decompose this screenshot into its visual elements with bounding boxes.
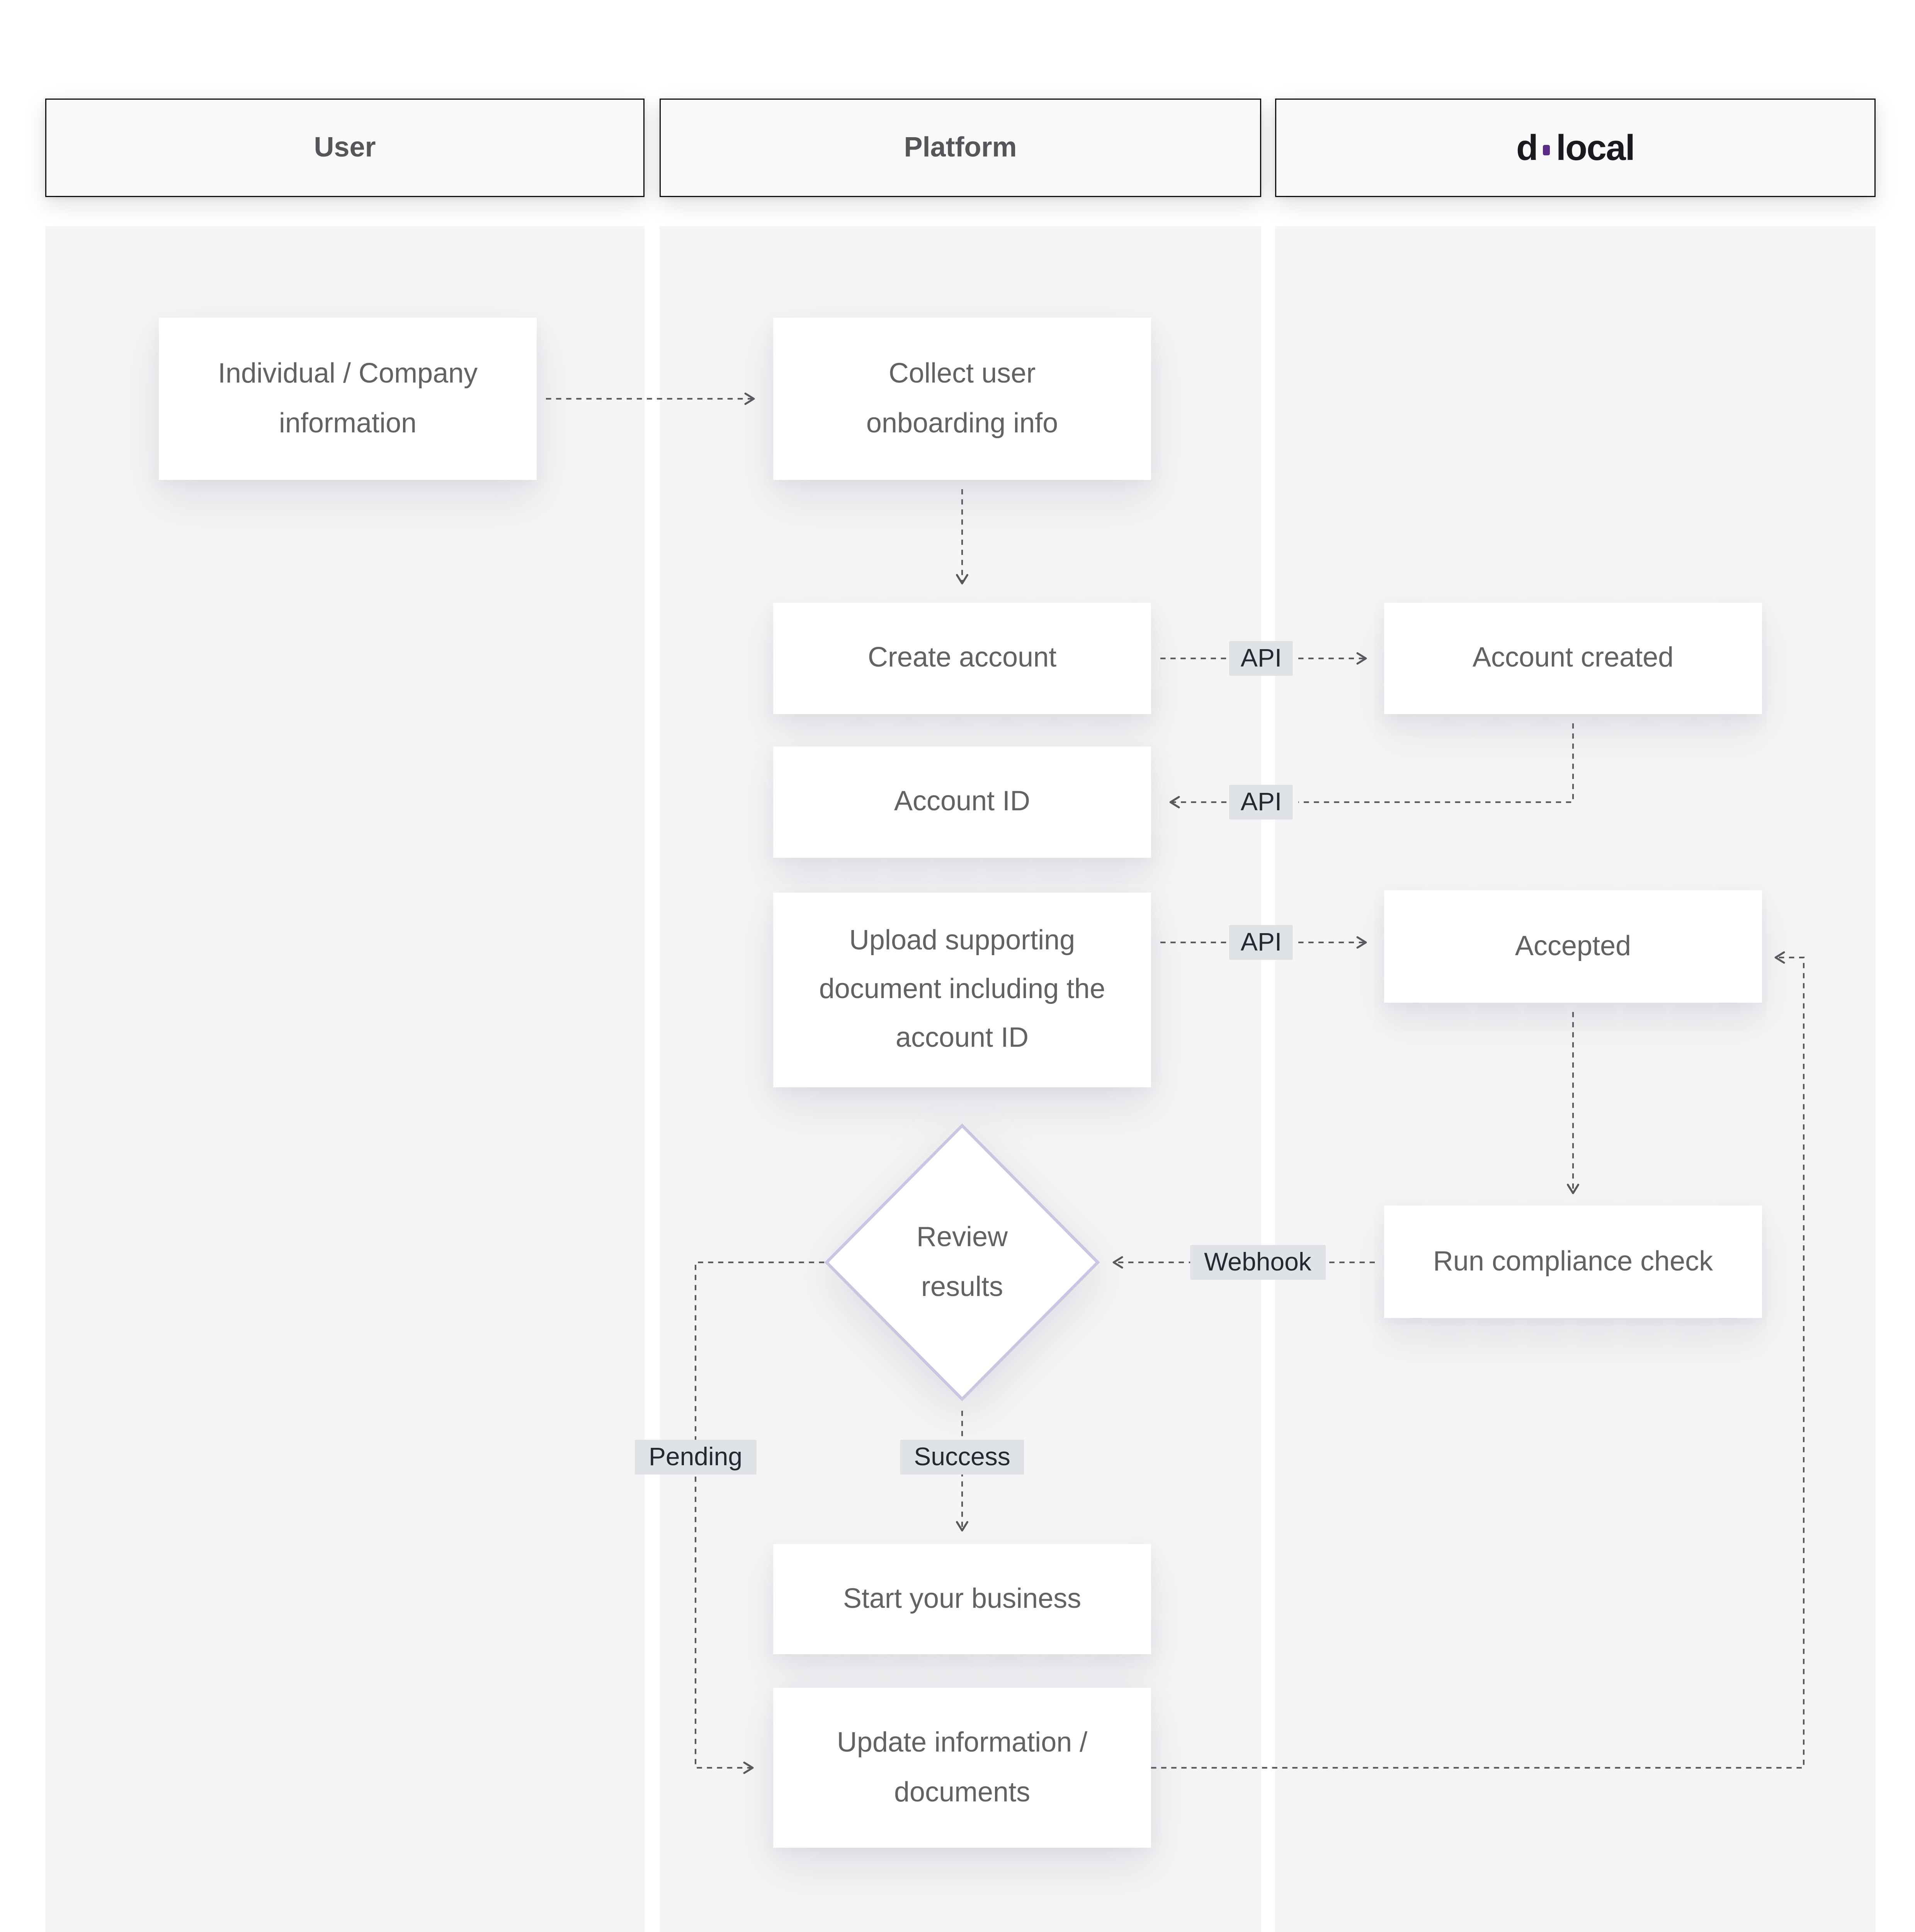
lane-header-user-title: User [314, 131, 376, 163]
node-upload-supporting-document: Upload supporting document including the… [773, 893, 1151, 1087]
lane-header-platform-title: Platform [904, 131, 1017, 163]
badge-webhook: Webhook [1190, 1245, 1325, 1280]
dlocal-logo-local: local [1556, 127, 1635, 168]
dlocal-logo: d local [1516, 127, 1635, 169]
node-label: Upload supporting document including the… [819, 925, 1105, 1054]
arrow-account-created-to-api [1298, 723, 1574, 803]
node-label: Account created [1472, 643, 1674, 674]
node-label: Review results [916, 1221, 1008, 1303]
arrow-review-pending-to-update [694, 1261, 824, 1774]
node-accepted: Accepted [1384, 890, 1762, 1003]
dlocal-logo-dot-icon [1543, 145, 1551, 155]
dlocal-logo-d: d [1516, 127, 1538, 168]
node-account-id: Account ID [773, 747, 1151, 858]
node-account-created: Account created [1384, 603, 1762, 714]
node-label: Accepted [1515, 930, 1631, 962]
node-create-account: Create account [773, 603, 1151, 714]
node-label: Start your business [843, 1583, 1082, 1615]
diamond-shape [824, 1123, 1100, 1401]
badge-api-create: API [1229, 641, 1294, 676]
node-start-your-business: Start your business [773, 1544, 1151, 1654]
badge-success: Success [900, 1440, 1024, 1475]
arrow-update-loop-to-accepted [1151, 951, 1805, 1769]
badge-api-account-id: API [1229, 785, 1294, 820]
node-label: Create account [867, 643, 1057, 674]
lane-dlocal-background [1275, 226, 1876, 1932]
node-individual-company-information: Individual / Company information [159, 318, 537, 480]
node-label: Account ID [894, 786, 1031, 818]
lane-header-user: User [45, 99, 645, 197]
badge-pending: Pending [634, 1440, 757, 1475]
node-collect-user-onboarding-info: Collect user onboarding info [773, 318, 1151, 480]
node-label: Individual / Company information [218, 358, 478, 439]
lane-header-platform: Platform [660, 99, 1261, 197]
node-label: Run compliance check [1433, 1246, 1713, 1277]
lane-user-background [45, 226, 645, 1932]
node-update-information-documents: Update information / documents [773, 1688, 1151, 1848]
badge-api-upload: API [1229, 925, 1294, 960]
node-label: Update information / documents [837, 1727, 1088, 1808]
node-run-compliance-check: Run compliance check [1384, 1206, 1762, 1318]
lane-header-dlocal: d local [1275, 99, 1876, 197]
decision-review-results: Review results [824, 1123, 1100, 1401]
node-label: Collect user onboarding info [866, 358, 1058, 439]
